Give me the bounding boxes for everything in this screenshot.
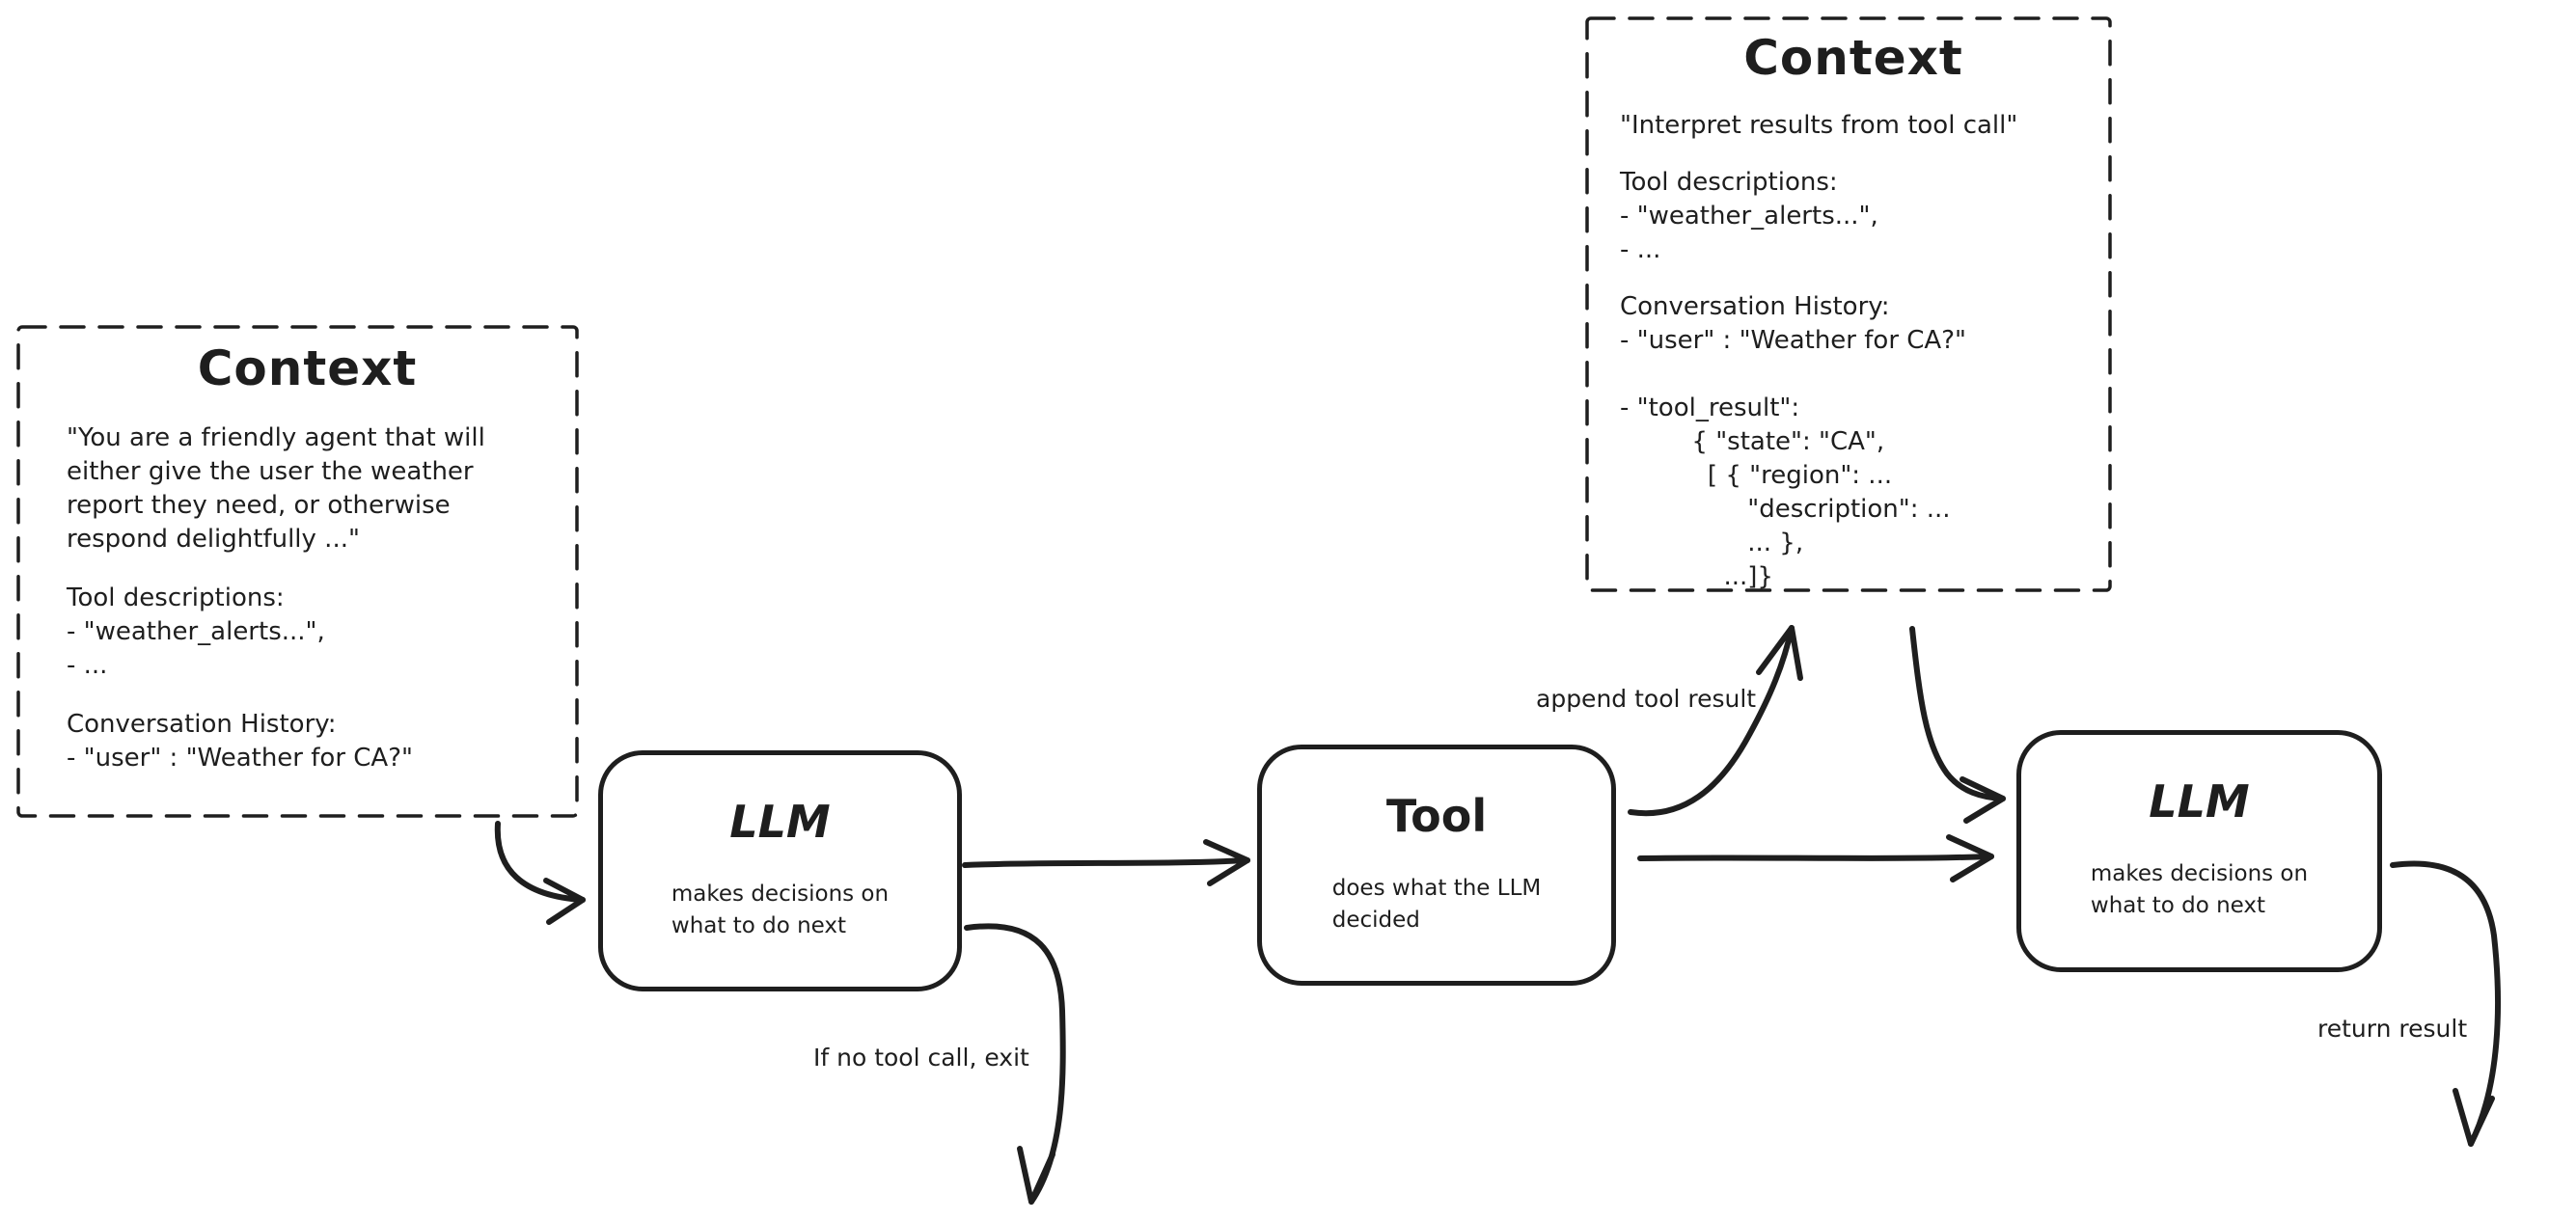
- llm-node-1-subtitle: makes decisions on what to do next: [671, 882, 890, 938]
- llm-node-1-title: LLM: [729, 796, 831, 848]
- llm-node-2: LLM makes decisions on what to do next: [2016, 730, 2382, 972]
- append-tool-result-label: append tool result: [1536, 685, 1757, 713]
- context-box-initial: Context "You are a friendly agent that w…: [18, 327, 577, 816]
- system-prompt-text: "You are a friendly agent that will eith…: [67, 423, 485, 554]
- llm-node-2-subtitle: makes decisions on what to do next: [2090, 861, 2309, 918]
- llm-node-2-title: LLM: [2149, 775, 2250, 828]
- context-left-border: [16, 325, 579, 818]
- if-no-tool-call-exit-label: If no tool call, exit: [813, 1044, 1029, 1072]
- interpret-instruction-text: "Interpret results from tool call": [1620, 111, 2018, 140]
- tool-node-subtitle: does what the LLM decided: [1331, 876, 1542, 933]
- conversation-history-text: Conversation History: - "user" : "Weathe…: [1620, 292, 1966, 591]
- return-result-label: return result: [2317, 1015, 2468, 1043]
- tool-descriptions-text: Tool descriptions: - "weather_alerts..."…: [67, 583, 325, 680]
- arrow-tool-to-llm2: [1637, 834, 1994, 882]
- tool-descriptions-text: Tool descriptions: - "weather_alerts..."…: [1620, 168, 1878, 264]
- arrow-tool-to-context: [1628, 625, 1803, 817]
- context-right-title: Context: [1743, 30, 1963, 86]
- conversation-history-text: Conversation History: - "user" : "Weathe…: [67, 710, 413, 773]
- arrow-context-to-llm2: [1909, 626, 2006, 824]
- arrow-llm1-to-tool: [962, 839, 1250, 886]
- context-left-title: Context: [197, 340, 418, 396]
- tool-node-title: Tool: [1385, 790, 1488, 842]
- tool-node: Tool does what the LLM decided: [1257, 745, 1616, 986]
- llm-node-1: LLM makes decisions on what to do next: [598, 750, 962, 991]
- arrow-context-to-llm1: [494, 821, 586, 925]
- arrow-llm2-return: [2390, 860, 2501, 1147]
- context-right-border: [1585, 16, 2112, 592]
- context-box-after-tool: Context "Interpret results from tool cal…: [1587, 18, 2110, 591]
- arrow-llm1-exit: [964, 923, 1066, 1205]
